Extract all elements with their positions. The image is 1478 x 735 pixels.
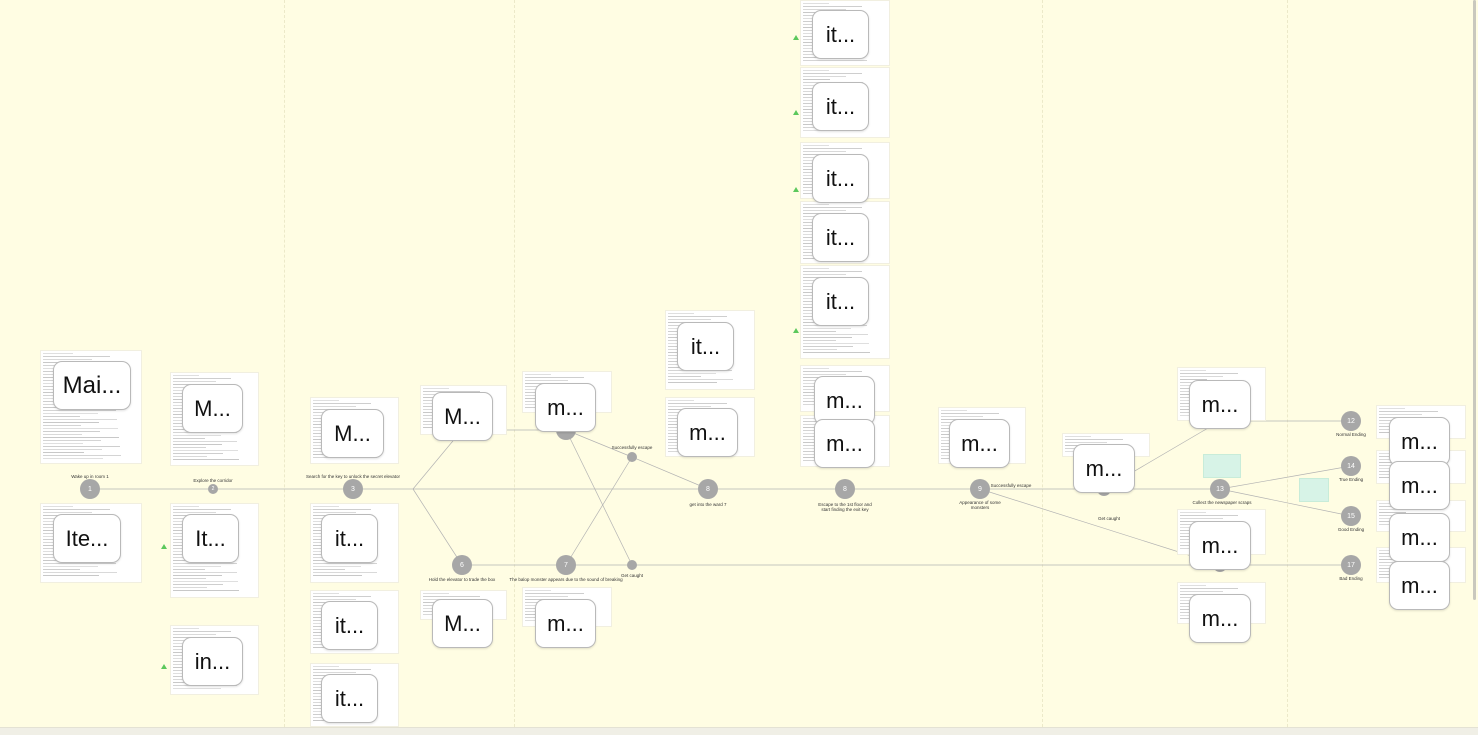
sticky-note[interactable] [1203, 454, 1241, 478]
indicator-triangle-icon [793, 328, 799, 333]
preview-card[interactable]: it... [812, 10, 869, 59]
preview-card[interactable]: m... [949, 419, 1010, 468]
preview-card[interactable]: it... [812, 154, 869, 203]
column-divider [284, 0, 285, 727]
preview-card[interactable]: M... [182, 384, 243, 433]
flow-node[interactable]: 14 [1341, 456, 1361, 476]
indicator-triangle-icon [793, 187, 799, 192]
preview-card[interactable]: it... [321, 674, 378, 723]
preview-card[interactable]: M... [432, 599, 493, 648]
junction-node[interactable] [627, 452, 637, 462]
indicator-triangle-icon [793, 110, 799, 115]
flow-node[interactable]: 13 [1210, 479, 1230, 499]
node-caption: Appearance of some monsters [959, 500, 1001, 510]
edge-caption: Successfully escape [990, 483, 1032, 488]
flow-node[interactable]: 15 [1341, 506, 1361, 526]
column-divider [1287, 0, 1288, 727]
edge-caption: Get caught [620, 573, 644, 578]
preview-card[interactable]: it... [321, 601, 378, 650]
preview-card[interactable]: m... [1389, 417, 1450, 466]
preview-card[interactable]: It... [182, 514, 239, 563]
preview-card[interactable]: it... [812, 277, 869, 326]
column-divider [1042, 0, 1043, 727]
flow-node[interactable]: 1 [80, 479, 100, 499]
preview-card[interactable]: m... [677, 408, 738, 457]
preview-card[interactable]: m... [535, 599, 596, 648]
edge [412, 488, 463, 566]
node-caption: Wake up in room 1 [71, 474, 109, 479]
sticky-note[interactable] [1299, 478, 1329, 502]
edge-caption: Get caught [1097, 516, 1121, 521]
preview-card[interactable]: m... [1189, 594, 1251, 643]
indicator-triangle-icon [793, 35, 799, 40]
preview-card[interactable]: m... [814, 419, 875, 468]
node-caption: Good Ending [1337, 527, 1365, 532]
preview-card[interactable]: Ite... [53, 514, 121, 563]
preview-card[interactable]: m... [1189, 521, 1251, 570]
flow-node[interactable]: 12 [1341, 411, 1361, 431]
node-caption: get into the ward 7 [689, 502, 727, 507]
preview-card[interactable]: m... [1389, 561, 1450, 610]
edge [565, 456, 633, 566]
preview-card[interactable]: Mai... [53, 361, 131, 410]
preview-card[interactable]: M... [321, 409, 384, 458]
flow-node[interactable]: 6 [452, 555, 472, 575]
flow-node[interactable]: 17 [1341, 555, 1361, 575]
edge [1219, 488, 1352, 517]
horizontal-scrollbar-track[interactable] [0, 727, 1478, 735]
flow-node[interactable]: 8 [835, 479, 855, 499]
node-caption: Escape to the 1st floor and start findin… [818, 502, 872, 512]
flow-node[interactable]: 2 [208, 484, 218, 494]
preview-card[interactable]: m... [1389, 513, 1450, 562]
edge [1219, 465, 1352, 490]
node-caption: Normal Ending [1336, 432, 1366, 437]
preview-card[interactable]: it... [812, 82, 869, 131]
preview-card[interactable]: it... [321, 514, 378, 563]
preview-card[interactable]: m... [814, 376, 875, 425]
flow-node[interactable]: 9 [970, 479, 990, 499]
node-caption: Search for the key to unlock the secret … [305, 474, 401, 479]
edge [631, 456, 709, 490]
preview-card[interactable]: it... [812, 213, 869, 262]
node-caption: The balop monster appears due to the sou… [509, 577, 623, 582]
preview-card[interactable]: m... [1189, 380, 1251, 429]
flow-node[interactable]: 7 [556, 555, 576, 575]
preview-card[interactable]: M... [432, 392, 493, 441]
preview-card[interactable]: m... [1073, 444, 1135, 493]
node-caption: Hold the elevator to trade the box [428, 577, 496, 582]
flow-node[interactable]: 8 [698, 479, 718, 499]
node-caption: Bad Ending [1339, 576, 1363, 581]
preview-card[interactable]: m... [535, 383, 596, 432]
column-divider [514, 0, 515, 727]
flow-node[interactable]: 3 [343, 479, 363, 499]
preview-card[interactable]: m... [1389, 461, 1450, 510]
edge-caption: Successfully escape [611, 445, 653, 450]
indicator-triangle-icon [161, 544, 167, 549]
preview-card[interactable]: in... [182, 637, 243, 686]
edge [565, 429, 633, 566]
node-caption: Explore the corridor [193, 478, 233, 483]
node-caption: True Ending [1338, 477, 1364, 482]
vertical-scrollbar[interactable] [1473, 0, 1476, 600]
node-caption: Collect the newspaper scraps [1192, 500, 1252, 505]
junction-node[interactable] [627, 560, 637, 570]
indicator-triangle-icon [161, 664, 167, 669]
preview-card[interactable]: it... [677, 322, 734, 371]
edge [565, 429, 633, 458]
